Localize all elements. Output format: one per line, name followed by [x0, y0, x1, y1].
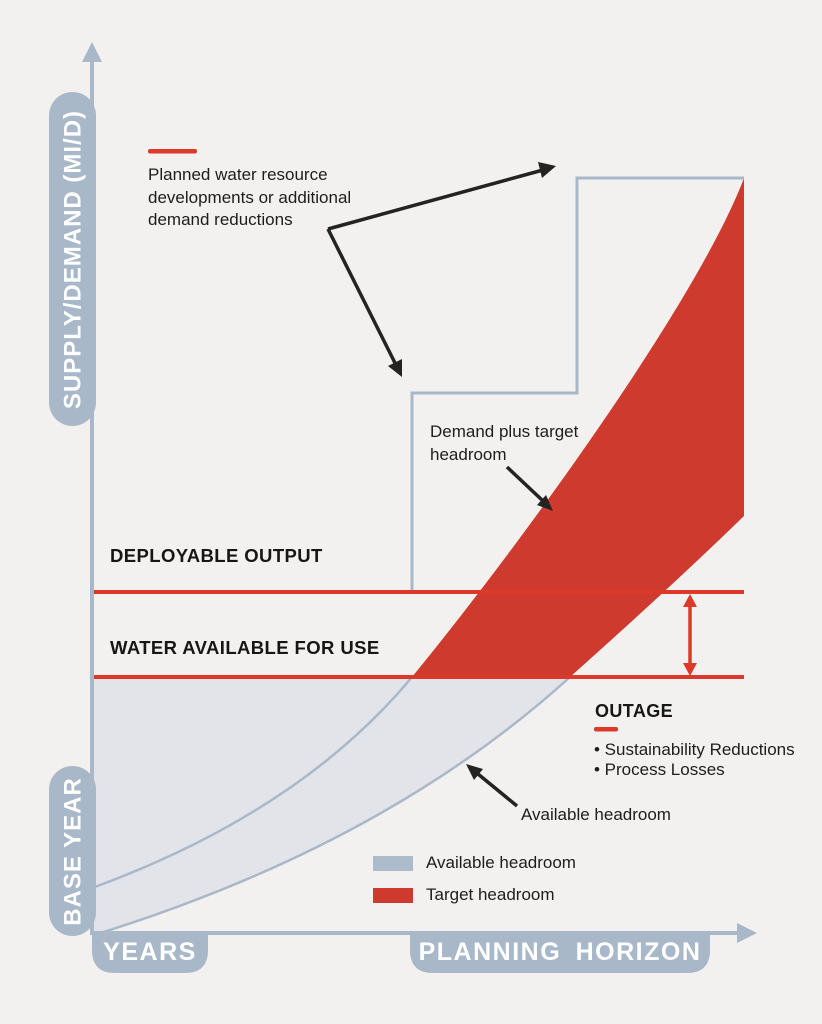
arrowhead-icon [538, 162, 556, 178]
x-axis-arrow-icon [737, 923, 757, 943]
arrow-down-icon [683, 663, 697, 676]
y-axis-arrow-icon [82, 42, 102, 62]
legend-item-available-headroom: Available headroom [373, 853, 576, 873]
arrow-planned-to-step-top [327, 168, 544, 231]
water-available-label: WATER AVAILABLE FOR USE [110, 637, 380, 658]
supply-demand-capsule [49, 92, 96, 426]
arrow-available-headroom [476, 772, 519, 808]
outage-double-arrow [683, 594, 697, 676]
demand-plus-headroom-note: Demand plus target headroom [430, 422, 579, 464]
years-capsule [92, 932, 208, 973]
legend: Available headroom Target headroom [373, 853, 576, 905]
arrowhead-icon [466, 764, 483, 780]
available-headroom-swatch-icon [373, 855, 413, 871]
arrowhead-icon [537, 495, 553, 511]
base-year-label: BASE YEAR [58, 776, 86, 926]
outage-item: • Sustainability Reductions [594, 740, 795, 759]
target-headroom-area [412, 178, 744, 677]
deployable-output-label: DEPLOYABLE OUTPUT [110, 545, 323, 566]
outage-list: • Sustainability Reductions • Process Lo… [594, 740, 795, 779]
base-year-capsule [49, 766, 96, 936]
annotation-arrows [326, 162, 556, 808]
arrow-up-icon [683, 594, 697, 607]
planned-note-tick [148, 149, 197, 154]
outage-underline [594, 727, 618, 732]
available-headroom-note: Available headroom [521, 805, 671, 824]
arrow-planned-to-step-mid [326, 228, 397, 364]
demand-curve [93, 676, 571, 937]
target-headroom-swatch-icon [373, 887, 413, 903]
legend-label: Available headroom [426, 853, 576, 872]
available-headroom-area [92, 677, 570, 935]
axis-capsules [49, 92, 710, 973]
y-axis-label: SUPPLY/DEMAND (MI/D) [58, 109, 86, 409]
arrow-demand-plus [505, 465, 544, 502]
outage-item: • Process Losses [594, 759, 725, 779]
planning-horizon-label: PLANNING HORIZON [418, 937, 702, 966]
planned-developments-step-line [410, 176, 744, 591]
legend-item-target-headroom: Target headroom [373, 885, 576, 905]
outage-title: OUTAGE [595, 701, 674, 721]
planned-developments-note: Planned water resource developments or a… [148, 165, 352, 229]
demand-plus-headroom-curve [91, 676, 413, 890]
legend-label: Target headroom [426, 885, 555, 904]
years-label: YEARS [103, 937, 197, 966]
arrowhead-icon [388, 359, 402, 377]
planning-horizon-capsule [410, 932, 710, 973]
